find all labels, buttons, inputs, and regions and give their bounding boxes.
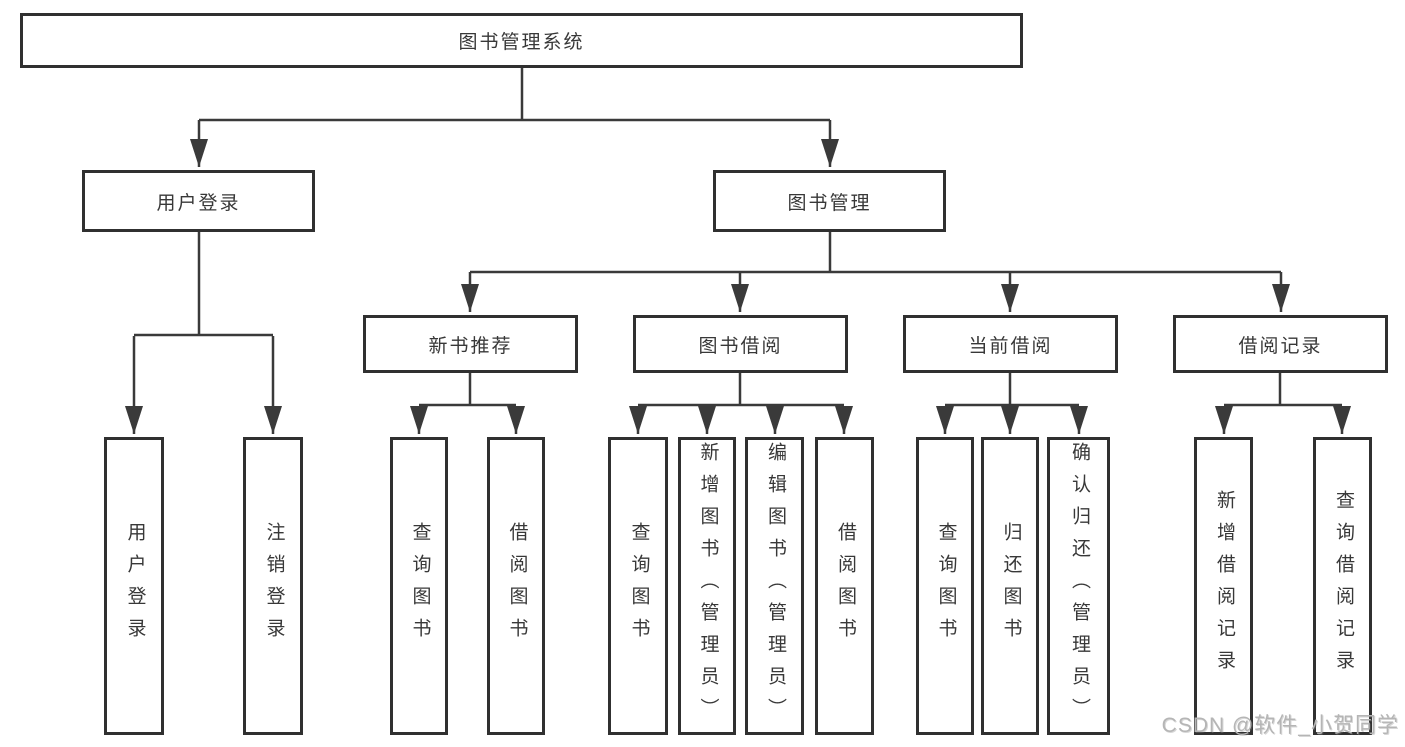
leaf-label: 编辑图书（管理员）	[764, 442, 786, 730]
leaf-user-login: 用户登录	[104, 437, 164, 735]
leaf-newbook-borrow-books: 借阅图书	[487, 437, 545, 735]
node-book-borrowing: 图书借阅	[633, 315, 848, 373]
leaf-records-add-record: 新增借阅记录	[1194, 437, 1253, 735]
node-borrow-records: 借阅记录	[1173, 315, 1388, 373]
leaf-label: 借阅图书	[834, 522, 856, 650]
leaf-records-query-record: 查询借阅记录	[1313, 437, 1372, 735]
node-current-borrowing: 当前借阅	[903, 315, 1118, 373]
leaf-label: 归还图书	[1000, 522, 1022, 650]
leaf-label: 注销登录	[263, 522, 285, 650]
leaf-current-return-books: 归还图书	[981, 437, 1039, 735]
leaf-label: 确认归还（管理员）	[1068, 442, 1090, 730]
node-new-book-recommend: 新书推荐	[363, 315, 578, 373]
leaf-borrowing-add-books-admin: 新增图书（管理员）	[678, 437, 736, 735]
leaf-label: 查询图书	[935, 522, 957, 650]
leaf-newbook-query-books: 查询图书	[390, 437, 448, 735]
csdn-watermark: CSDN @软件_小贺同学	[1161, 714, 1399, 737]
leaf-label: 查询借阅记录	[1332, 490, 1354, 682]
leaf-borrowing-borrow-books: 借阅图书	[815, 437, 874, 735]
leaf-label: 查询图书	[628, 522, 650, 650]
leaf-logout: 注销登录	[243, 437, 303, 735]
leaf-label: 查询图书	[409, 522, 431, 650]
leaf-borrowing-edit-books-admin: 编辑图书（管理员）	[745, 437, 804, 735]
leaf-label: 新增图书（管理员）	[697, 442, 719, 730]
node-user-login: 用户登录	[82, 170, 315, 232]
leaf-label: 新增借阅记录	[1213, 490, 1235, 682]
node-book-management: 图书管理	[713, 170, 946, 232]
leaf-borrowing-query-books: 查询图书	[608, 437, 668, 735]
node-library-system: 图书管理系统	[20, 13, 1023, 68]
leaf-label: 用户登录	[124, 522, 146, 650]
leaf-current-confirm-return-admin: 确认归还（管理员）	[1047, 437, 1110, 735]
leaf-current-query-books: 查询图书	[916, 437, 974, 735]
leaf-label: 借阅图书	[506, 522, 528, 650]
